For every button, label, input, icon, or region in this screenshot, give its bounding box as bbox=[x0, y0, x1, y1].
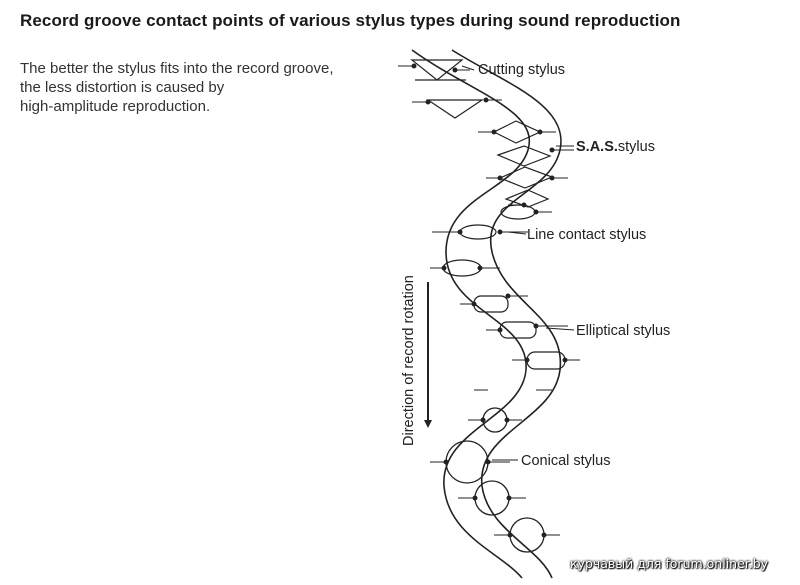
watermark: курчавый для forum.onliner.by bbox=[570, 556, 769, 571]
cutting-stylus-marks bbox=[410, 59, 484, 119]
label-sas-rest: stylus bbox=[618, 139, 655, 155]
description-line: high-amplitude reproduction. bbox=[20, 98, 211, 115]
label-leaders bbox=[461, 65, 575, 461]
label-elliptical-stylus: Elliptical stylus bbox=[576, 323, 670, 339]
description-line: the less distortion is caused by bbox=[20, 79, 225, 96]
groove-right-wall bbox=[451, 49, 562, 579]
label-sas-bold: S.A.S. bbox=[576, 139, 618, 155]
label-direction: Direction of record rotation bbox=[401, 275, 417, 446]
label-conical-stylus: Conical stylus bbox=[521, 453, 610, 469]
label-line-contact-stylus: Line contact stylus bbox=[527, 227, 646, 243]
line-contact-stylus-marks bbox=[442, 204, 536, 277]
conical-stylus-marks bbox=[445, 407, 545, 553]
label-sas-stylus: S.A.S.stylus bbox=[576, 139, 655, 155]
groove-left-wall bbox=[411, 49, 531, 579]
contact-arrows bbox=[398, 63, 580, 538]
label-cutting-stylus: Cutting stylus bbox=[478, 62, 565, 78]
page-title: Record groove contact points of various … bbox=[20, 11, 681, 30]
description-line: The better the stylus fits into the reco… bbox=[20, 60, 334, 77]
description-text: The better the stylus fits into the reco… bbox=[20, 59, 410, 116]
